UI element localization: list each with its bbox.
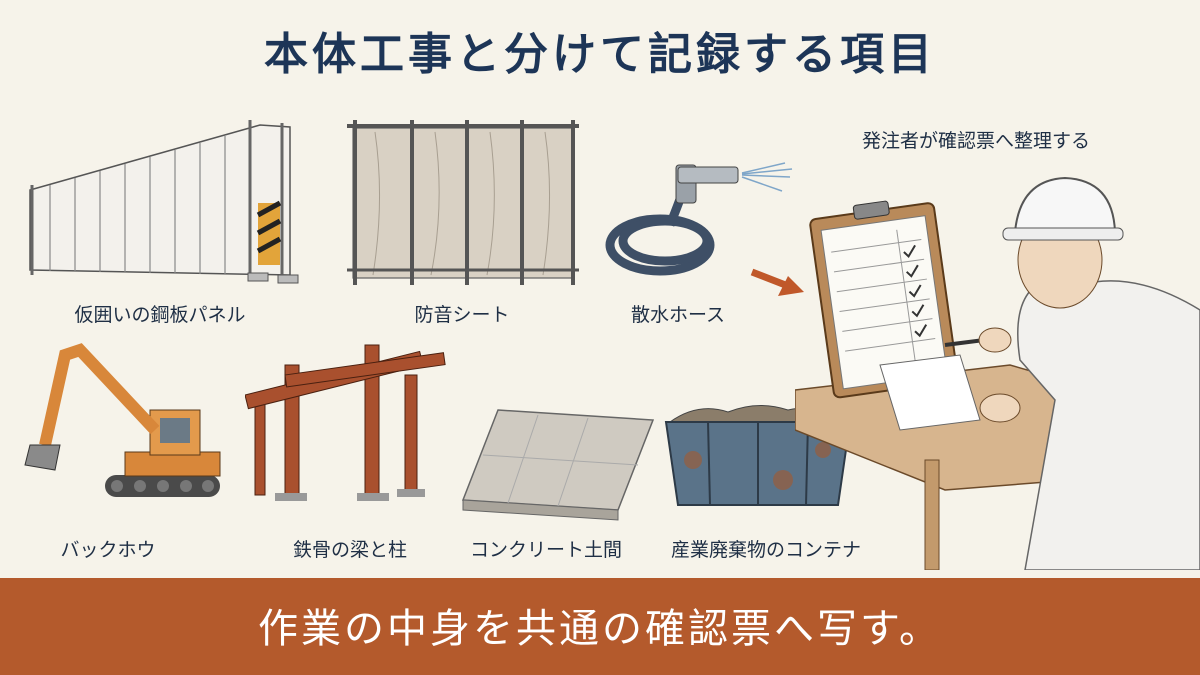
page-title: 本体工事と分けて記録する項目 [264, 29, 936, 80]
item-label: 仮囲いの鋼板パネル [74, 304, 246, 326]
bottom-banner: 作業の中身を共通の確認票へ写す。 [0, 578, 1200, 675]
item-label: 鉄骨の梁と柱 [292, 539, 408, 561]
water-hose-icon [605, 162, 793, 276]
steel-fence-panel-icon [29, 120, 299, 284]
arrow-right-icon [750, 268, 804, 296]
soundproof-sheet-icon [347, 120, 579, 285]
item-label: 防音シート [414, 304, 510, 326]
note-text: 発注者が確認票へ整理する [862, 130, 1091, 152]
banner-text: 作業の中身を共通の確認票へ写す。 [258, 606, 942, 652]
item-label: コンクリート土間 [469, 539, 623, 561]
item-label: バックホウ [60, 539, 156, 561]
item-label: 散水ホース [630, 304, 726, 326]
concrete-slab-icon [461, 409, 655, 521]
item-label: 産業廃棄物のコンテナ [670, 539, 862, 561]
backhoe-icon [24, 343, 221, 497]
waste-container-icon [664, 405, 852, 506]
steel-frame-icon [245, 344, 446, 501]
inspector-with-clipboard-icon [795, 176, 1200, 570]
